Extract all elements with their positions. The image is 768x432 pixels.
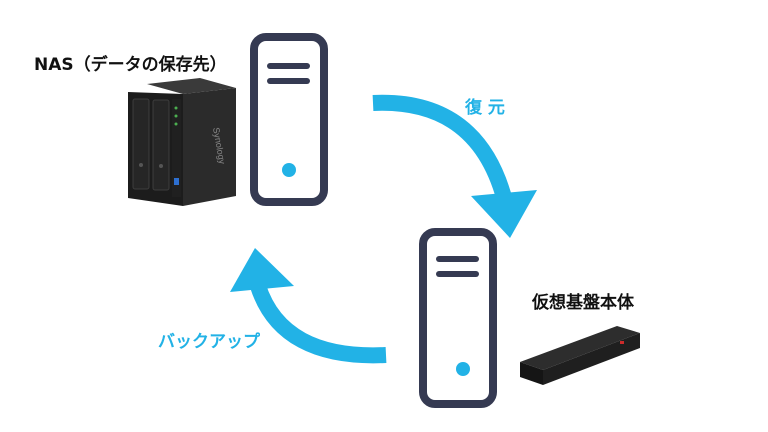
hypervisor-box-icon [520,326,640,385]
host-label: 仮想基盤本体 [531,292,635,313]
nas-device-icon: Synology [128,78,236,206]
server-icon [419,228,497,408]
server-icon [250,33,328,206]
backup-arrow-icon [230,248,387,364]
nas-label: NAS（データの保存先） [34,54,227,75]
restore-label: 復 元 [464,97,505,118]
restore-arrow-icon [372,94,537,238]
backup-label: バックアップ [158,331,261,352]
